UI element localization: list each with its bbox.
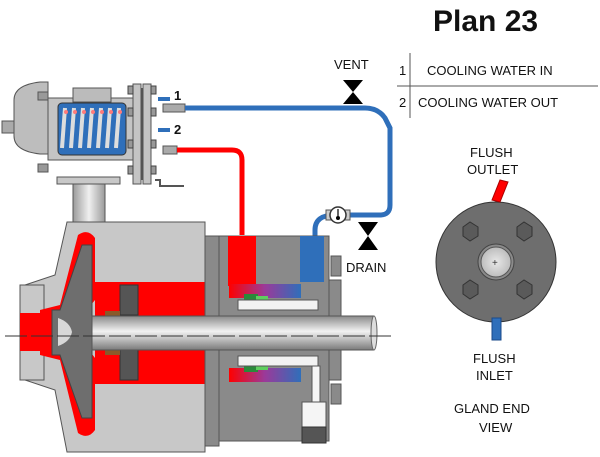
port-label-2: 2 <box>174 122 181 137</box>
flush-outlet-label-2: OUTLET <box>467 162 518 177</box>
flow-indicator-icon <box>325 206 351 224</box>
coil-icon <box>60 107 121 149</box>
legend-num-1: 1 <box>399 63 406 78</box>
shaft <box>91 315 375 351</box>
pump-cross-section <box>19 176 342 453</box>
center-mark-icon: + <box>492 258 498 269</box>
port-label-1: 1 <box>174 88 181 103</box>
flush-inlet-label-2: INLET <box>476 368 513 383</box>
legend-table: 1 COOLING WATER IN 2 COOLING WATER OUT <box>397 53 598 118</box>
cooling-water-line <box>185 105 393 236</box>
flush-inlet-label-1: FLUSH <box>473 351 516 366</box>
drain-valve-icon <box>358 222 378 250</box>
legend-num-2: 2 <box>399 95 406 110</box>
hot-flush-line <box>177 147 245 235</box>
legend-label-2: COOLING WATER OUT <box>418 95 558 110</box>
vent-valve-icon <box>343 80 363 104</box>
gland-view-caption-1: GLAND END <box>454 401 530 416</box>
flush-inlet-port <box>491 317 502 341</box>
flush-outlet-port <box>491 179 509 203</box>
flush-outlet-label-1: FLUSH <box>470 145 513 160</box>
heat-exchanger <box>1 81 186 187</box>
drain-label: DRAIN <box>346 260 386 275</box>
gland-view-caption-2: VIEW <box>479 420 513 435</box>
legend-label-1: COOLING WATER IN <box>427 63 553 78</box>
gland-end-view: + <box>435 179 557 341</box>
vent-label: VENT <box>334 57 369 72</box>
page-title: Plan 23 <box>433 5 538 38</box>
